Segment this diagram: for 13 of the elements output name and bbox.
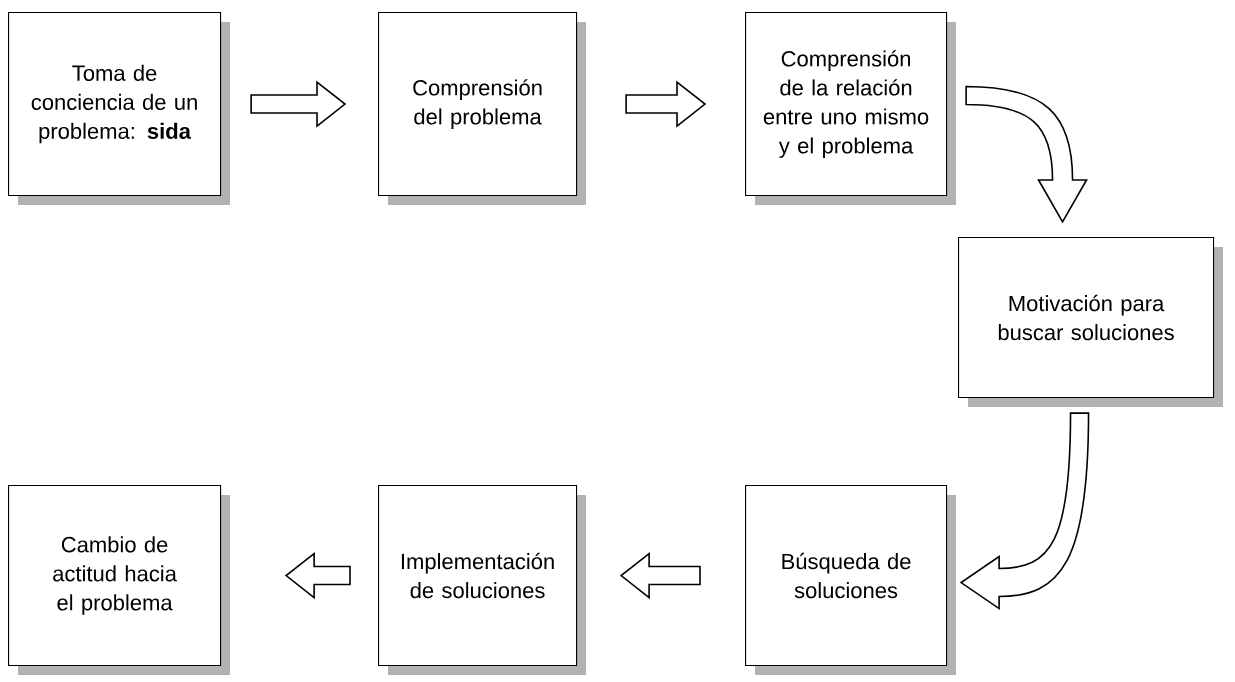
block-arrow bbox=[960, 412, 1090, 610]
process-box: Comprensión de la relación entre uno mismo y el problema bbox=[745, 12, 956, 205]
process-box: Toma de conciencia de un problema: sida bbox=[8, 12, 230, 205]
block-arrow bbox=[625, 80, 707, 128]
process-box: Búsqueda de soluciones bbox=[745, 485, 956, 675]
process-box: Implementación de soluciones bbox=[378, 485, 586, 675]
process-box: Cambio de actitud hacia el problema bbox=[8, 485, 230, 675]
block-arrow bbox=[619, 551, 701, 600]
process-box: Motivación para buscar soluciones bbox=[958, 237, 1223, 407]
process-box: Comprensión del problema bbox=[378, 12, 586, 205]
block-arrow bbox=[250, 80, 347, 128]
block-arrow bbox=[965, 85, 1088, 223]
block-arrow bbox=[284, 551, 351, 600]
